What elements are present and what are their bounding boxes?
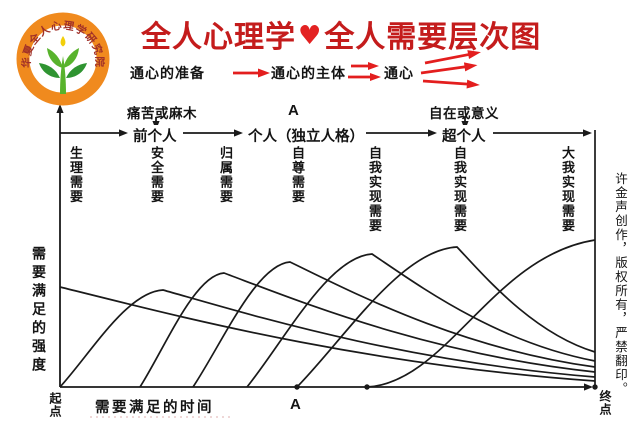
axis-marker-dot [294,384,300,390]
arrowhead-up [56,104,64,113]
arrowhead-right [583,129,592,137]
need-curve [59,286,596,382]
single-right-arrow-icon [233,68,270,78]
title-part2: 全人需要层次图 [324,21,542,54]
need-curve [366,239,596,388]
need-curve [59,289,596,388]
need-self-actualization-2: 自我实现需要 [452,146,467,233]
axis-marker-dot [364,384,370,390]
annotation-pain: 痛苦或麻木 [127,106,197,121]
copyright-text: 许金声创作，版权所有，严禁翻印。 [613,172,627,396]
y-axis-label: 需要满足的强度 [30,246,45,376]
institute-logo: 华夏全人心理学研究院 [16,12,110,106]
logo-drop-icon [60,36,66,47]
watermark-strip [90,416,230,418]
stage-personal: 个人（独立人格） [246,125,366,146]
need-esteem: 自尊需要 [290,146,305,204]
title-part1: 全人心理学 [141,21,296,54]
heart-icon: ♥ [298,20,323,51]
arrowhead-right [234,129,243,137]
arrowhead-right [119,129,128,137]
fan-arrows-icon [420,50,481,89]
axis-marker-dot [592,384,598,390]
x-axis-label: 需要满足的时间 [95,400,214,416]
stage-pre-personal: 前个人 [131,125,179,146]
need-belonging: 归属需要 [218,146,233,204]
need-curve [246,253,596,388]
flow-step-tongxin: 通心 [384,67,414,82]
need-curve [139,272,596,388]
stage-trans-personal: 超个人 [440,125,488,146]
need-safety: 安全需要 [149,146,164,204]
end-point-label: 终点 [598,390,612,416]
annotation-freedom: 自在或意义 [429,106,499,121]
double-right-arrow-icon [348,62,381,81]
need-physiological: 生理需要 [68,146,83,204]
arrowhead-right [584,383,593,391]
a-marker-label: A [290,396,301,413]
need-greater-self: 大我实现需要 [560,146,575,233]
start-point-label: 起点 [48,392,62,418]
need-curve [296,246,596,388]
need-self-actualization-1: 自我实现需要 [367,146,382,233]
flow-step-main-body: 通心的主体 [271,67,346,82]
page-title: 全人心理学 ♥ 全人需要层次图 [141,12,541,56]
need-curve [192,261,596,388]
arrowhead-right [428,129,437,137]
flow-step-preparation: 通心的准备 [130,67,205,82]
logo-tree-figure [39,36,87,94]
annotation-a-top: A [288,102,299,119]
